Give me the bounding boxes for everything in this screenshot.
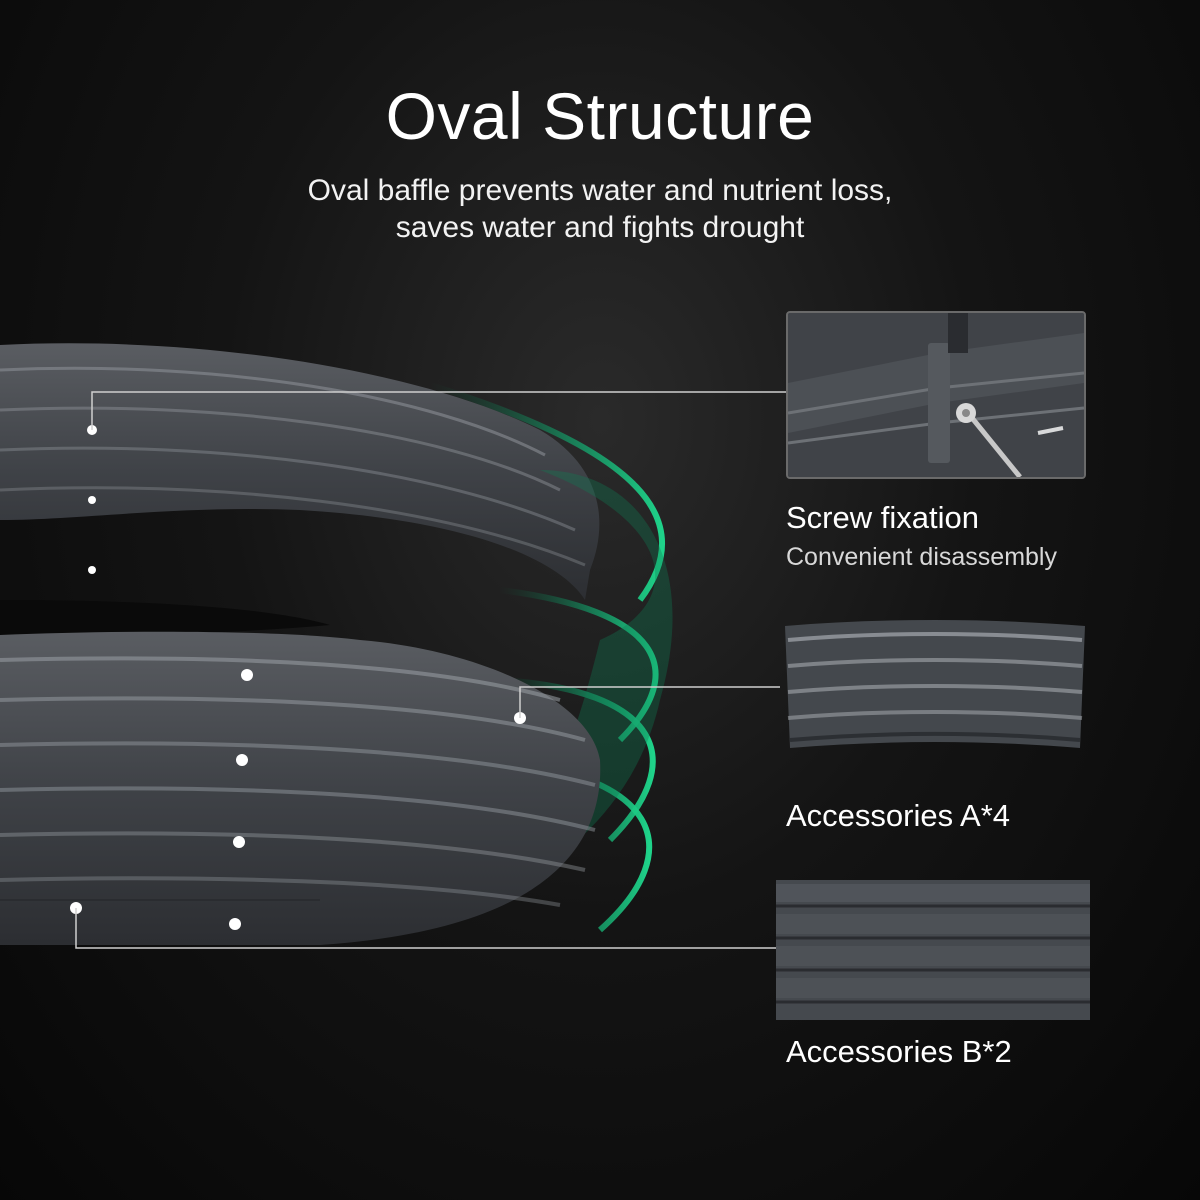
accessories-b-drawing <box>776 880 1090 1020</box>
leader-line-screw <box>91 391 786 430</box>
screw-dot <box>241 669 253 681</box>
screw-dot <box>88 566 96 574</box>
callout-title-accessories-b: Accessories B*2 <box>786 1034 1012 1069</box>
accessories-a-drawing <box>785 620 1085 748</box>
callout-subtitle-screw-fixation: Convenient disassembly <box>786 543 1057 571</box>
screw-fixation-image <box>786 311 1086 479</box>
leader-line-accessories-b <box>75 908 776 949</box>
front-wall <box>0 631 601 945</box>
callout-leader-lines <box>75 391 786 949</box>
screw-dot <box>229 918 241 930</box>
subtitle-line-2: saves water and fights drought <box>395 211 805 244</box>
inner-opening <box>0 600 330 640</box>
back-wall <box>0 343 600 600</box>
accessories-b-image <box>776 880 1090 1020</box>
subtitle-line-1: Oval baffle prevents water and nutrient … <box>307 174 893 207</box>
screw-dot <box>236 754 248 766</box>
screw-detail-drawing <box>788 313 1084 477</box>
accessories-a-image <box>780 618 1090 758</box>
page-title: Oval Structure <box>385 79 815 153</box>
leader-line-accessories-a <box>519 686 780 718</box>
screw-dot <box>88 496 96 504</box>
callout-title-screw-fixation: Screw fixation <box>786 500 979 535</box>
callout-title-accessories-a: Accessories A*4 <box>786 798 1010 833</box>
page-subtitle: Oval baffle prevents water and nutrient … <box>0 172 1200 246</box>
screw-dot <box>233 836 245 848</box>
